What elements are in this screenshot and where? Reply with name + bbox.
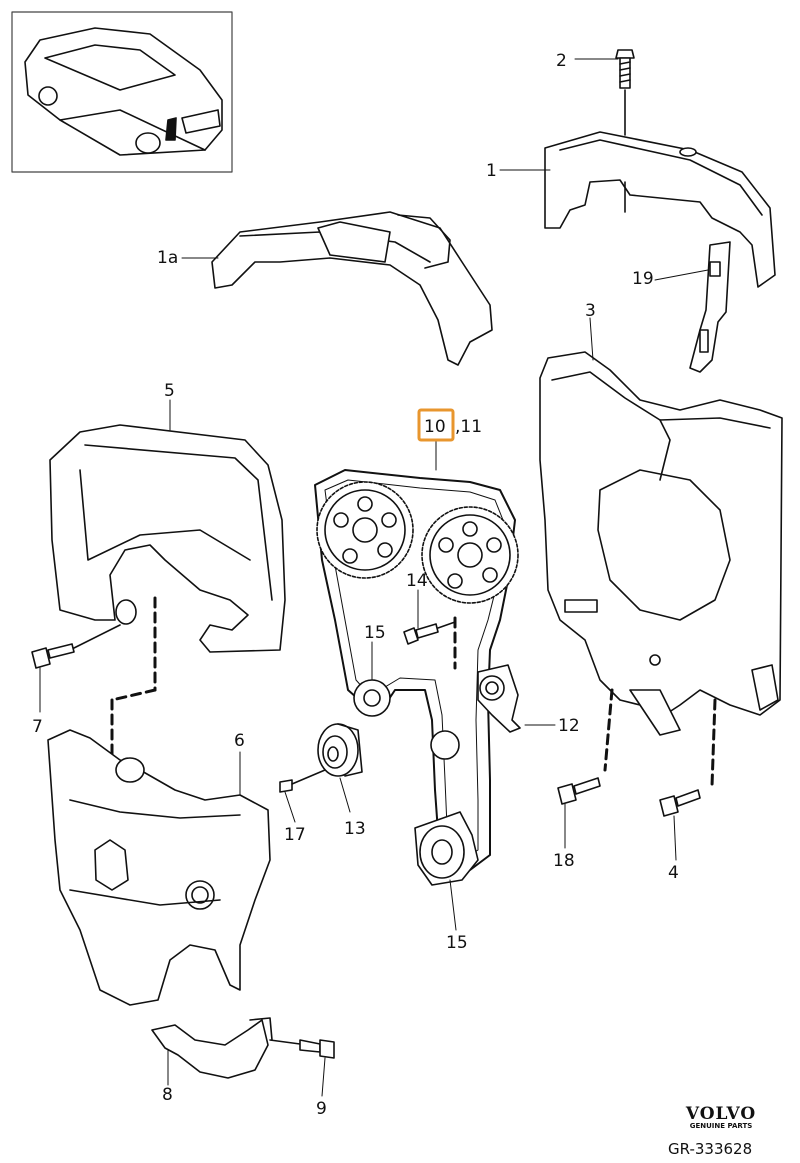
part-3-rear-timing-cover bbox=[539, 351, 783, 736]
callout-14: 14 bbox=[406, 571, 428, 591]
part-2-bolt bbox=[615, 49, 635, 136]
brand-name: VOLVO bbox=[685, 1104, 757, 1124]
callout-17: 17 bbox=[284, 825, 306, 845]
callout-8: 8 bbox=[162, 1085, 173, 1105]
part-6-lower-front-cover bbox=[47, 729, 271, 1006]
guide-pulley-15-upper bbox=[353, 679, 391, 717]
part-17-bolt bbox=[279, 769, 326, 793]
part-1-upper-timing-cover bbox=[544, 131, 776, 288]
volvo-logo: VOLVO GENUINE PARTS bbox=[666, 1104, 776, 1130]
highlight-box-10 bbox=[417, 408, 455, 442]
callout-labels: 2 1 1a 19 3 5 10 ,11 14 15 7 6 12 17 13 … bbox=[32, 51, 679, 1119]
part-4-bolt bbox=[659, 789, 701, 817]
camshaft-pulley-left bbox=[316, 481, 414, 579]
part-18-bolt bbox=[557, 777, 601, 805]
part-10-11-timing-belt bbox=[314, 469, 519, 871]
part-13-idler-pulley bbox=[317, 723, 363, 777]
callout-11: ,11 bbox=[455, 417, 482, 437]
part-9-bolt bbox=[269, 1039, 335, 1059]
callout-5: 5 bbox=[164, 381, 175, 401]
callout-9: 9 bbox=[316, 1099, 327, 1119]
callout-6: 6 bbox=[234, 731, 245, 751]
tensioner-idler bbox=[430, 730, 460, 760]
callout-1a: 1a bbox=[157, 248, 178, 268]
part-15-crankshaft-pulley bbox=[414, 811, 479, 886]
part-12-tensioner bbox=[477, 664, 521, 733]
callout-2: 2 bbox=[556, 51, 567, 71]
camshaft-pulley-right bbox=[421, 506, 519, 604]
callout-10[interactable]: 10 bbox=[424, 417, 446, 437]
part-14-bolt bbox=[403, 621, 456, 645]
part-1a-upper-cover bbox=[211, 211, 493, 366]
callout-7: 7 bbox=[32, 717, 43, 737]
callout-15-upper: 15 bbox=[364, 623, 386, 643]
callout-19: 19 bbox=[632, 269, 654, 289]
callout-12: 12 bbox=[558, 716, 580, 736]
leader-lines bbox=[39, 58, 709, 1097]
diagram-reference: GR-333628 bbox=[668, 1140, 753, 1158]
callout-13: 13 bbox=[344, 819, 366, 839]
part-19-bracket bbox=[689, 241, 731, 373]
brand-tagline: GENUINE PARTS bbox=[689, 1122, 753, 1130]
callout-3: 3 bbox=[585, 301, 596, 321]
part-7-bolt bbox=[31, 624, 121, 669]
part-8-lower-bracket bbox=[151, 1017, 273, 1079]
callout-18: 18 bbox=[553, 851, 575, 871]
callout-15-lower: 15 bbox=[446, 933, 468, 953]
callout-1: 1 bbox=[486, 161, 497, 181]
vehicle-location-inset bbox=[11, 11, 233, 173]
callout-4: 4 bbox=[668, 863, 679, 883]
part-5-front-cover bbox=[49, 424, 286, 653]
